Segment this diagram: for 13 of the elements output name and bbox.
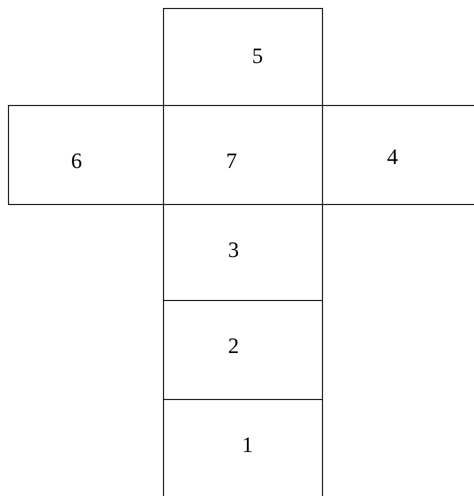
net-face — [163, 300, 323, 400]
face-number: 5 — [252, 45, 263, 67]
face-number: 2 — [228, 335, 239, 357]
face-number: 6 — [71, 150, 82, 172]
face-number: 1 — [242, 434, 253, 456]
net-face — [163, 204, 323, 301]
face-number: 4 — [387, 146, 398, 168]
face-number: 7 — [226, 150, 237, 172]
face-number: 3 — [228, 239, 239, 261]
net-face — [8, 105, 164, 205]
net-face — [322, 105, 474, 205]
net-face — [163, 399, 323, 496]
net-face — [163, 8, 323, 106]
